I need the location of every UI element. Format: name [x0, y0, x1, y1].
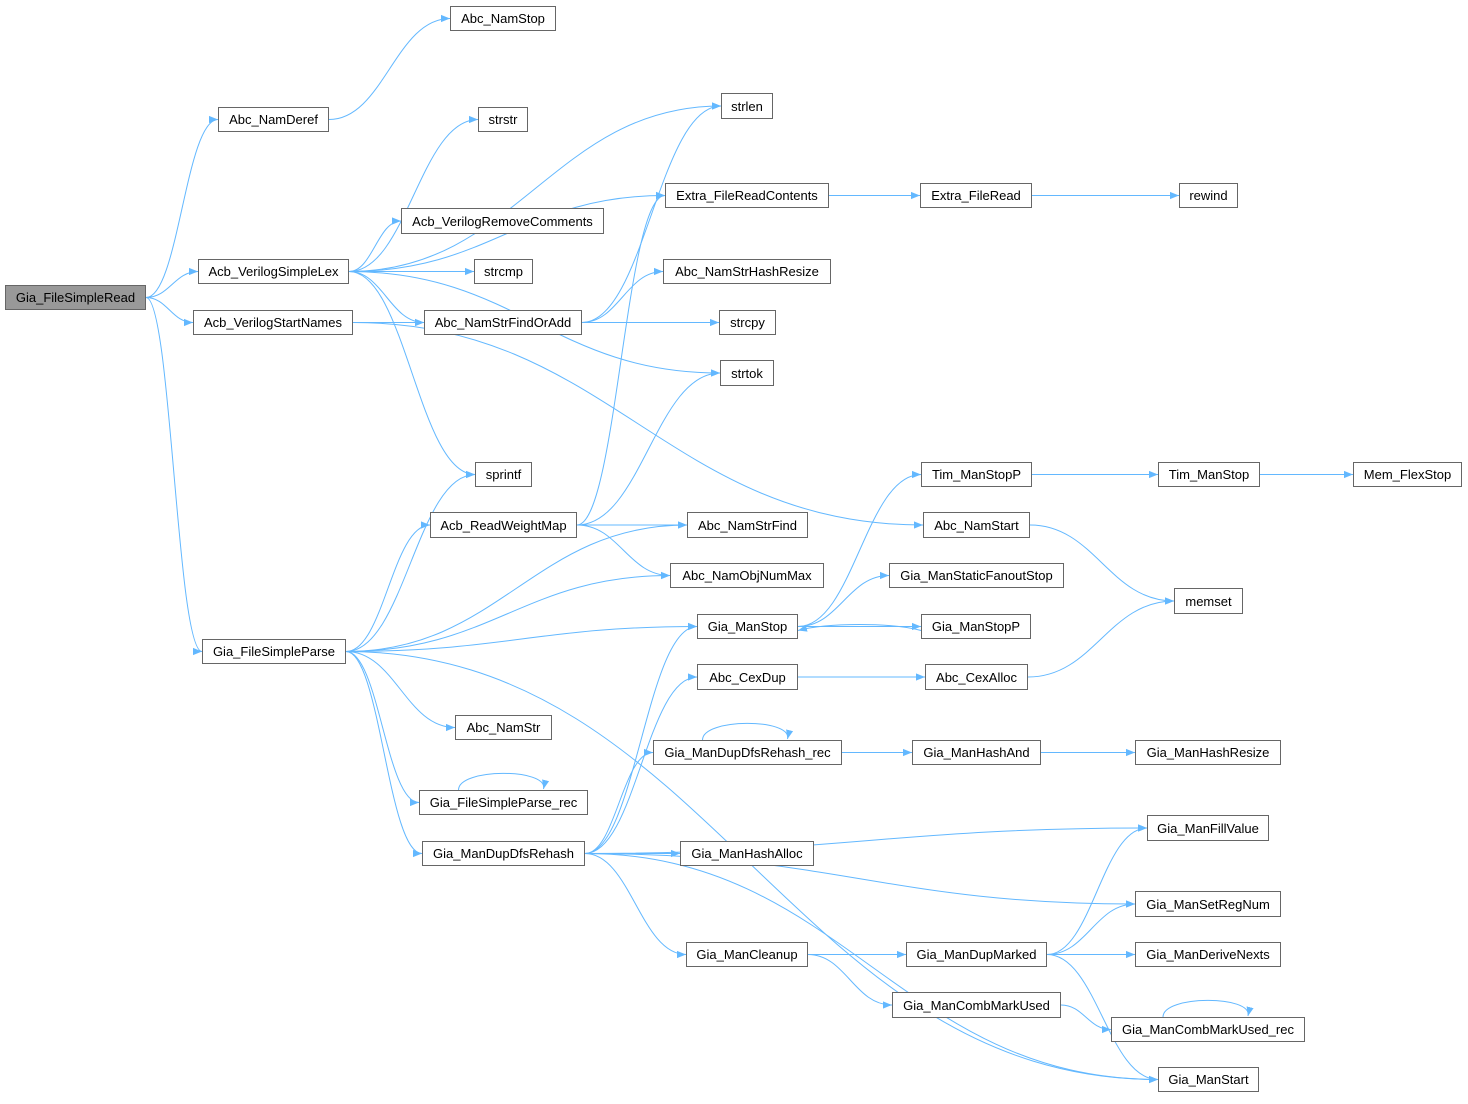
node-abc-nam-str-find[interactable]: Abc_NamStrFind [687, 512, 808, 538]
node-gia-man-stop[interactable]: Gia_ManStop [697, 614, 798, 639]
node-abc-nam-str-hash-resize[interactable]: Abc_NamStrHashResize [663, 259, 831, 284]
edge-acb-verilog-simple-lex-to-sprintf [348, 271, 476, 479]
node-abc-nam-obj-num-max[interactable]: Abc_NamObjNumMax [670, 563, 824, 588]
node-gia-man-set-reg-num[interactable]: Gia_ManSetRegNum [1135, 891, 1281, 917]
node-extra-file-read[interactable]: Extra_FileRead [920, 183, 1032, 208]
edge-acb-read-weight-map-to-abc-nam-obj-num-max [576, 524, 671, 580]
edge-acb-read-weight-map-to-strtok [576, 369, 721, 526]
node-abc-cex-dup[interactable]: Abc_CexDup [697, 664, 798, 690]
node-gia-man-comb-mark-used-rec[interactable]: Gia_ManCombMarkUsed_rec [1111, 1017, 1305, 1042]
edge-gia-file-simple-parse-to-gia-man-stop [345, 622, 698, 652]
edge-gia-man-dup-dfs-rehash-to-gia-man-dup-dfs-rehash-rec [584, 748, 654, 854]
node-gia-file-simple-parse-rec[interactable]: Gia_FileSimpleParse_rec [419, 790, 588, 815]
edge-gia-man-dup-marked-to-gia-man-set-reg-num [1046, 900, 1136, 955]
edge-gia-man-dup-dfs-rehash-to-gia-man-cleanup [584, 853, 687, 959]
edge-gia-man-dup-dfs-rehash-to-gia-man-start [584, 853, 1159, 1084]
edge-acb-read-weight-map-to-extra-file-read-contents [576, 191, 666, 526]
edge-gia-man-dup-marked-to-gia-man-start [1046, 954, 1159, 1084]
edge-acb-verilog-simple-lex-to-abc-nam-str-find-or-add [348, 271, 425, 327]
node-rewind[interactable]: rewind [1179, 183, 1238, 208]
edge-gia-man-comb-mark-used-to-gia-man-comb-mark-used-rec [1060, 1004, 1112, 1034]
node-gia-file-simple-read[interactable]: Gia_FileSimpleRead [5, 285, 146, 310]
edge-acb-verilog-simple-lex-to-strstr [348, 115, 479, 272]
edge-gia-man-stop-to-tim-man-stop-p [797, 470, 922, 627]
node-abc-nam-str-find-or-add[interactable]: Abc_NamStrFindOrAdd [424, 310, 582, 335]
edge-gia-man-dup-marked-to-gia-man-fill-value [1046, 824, 1148, 955]
node-acb-verilog-start-names[interactable]: Acb_VerilogStartNames [193, 310, 353, 335]
node-strstr[interactable]: strstr [478, 107, 528, 132]
edge-gia-file-simple-parse-to-gia-man-dup-dfs-rehash [345, 651, 423, 858]
node-gia-man-cleanup[interactable]: Gia_ManCleanup [686, 942, 808, 967]
edge-abc-nam-str-find-or-add-to-abc-nam-str-hash-resize [581, 267, 664, 323]
node-gia-man-dup-dfs-rehash-rec[interactable]: Gia_ManDupDfsRehash_rec [653, 740, 842, 765]
node-memset[interactable]: memset [1174, 588, 1243, 614]
node-strcpy[interactable]: strcpy [719, 310, 776, 335]
node-gia-man-dup-marked[interactable]: Gia_ManDupMarked [906, 942, 1047, 967]
edge-gia-man-dup-dfs-rehash-rec-to-gia-man-dup-dfs-rehash-rec [702, 722, 794, 741]
edge-abc-cex-alloc-to-memset [1027, 597, 1175, 678]
node-abc-cex-alloc[interactable]: Abc_CexAlloc [925, 664, 1028, 690]
edge-gia-man-dup-dfs-rehash-to-gia-man-set-reg-num [584, 853, 1136, 908]
edge-gia-file-simple-parse-rec-to-gia-file-simple-parse-rec [458, 772, 550, 791]
edge-acb-verilog-simple-lex-to-strlen [348, 102, 722, 272]
node-acb-verilog-simple-lex[interactable]: Acb_VerilogSimpleLex [198, 259, 349, 284]
edge-gia-man-dup-dfs-rehash-to-gia-man-stop [584, 622, 698, 854]
node-gia-man-hash-resize[interactable]: Gia_ManHashResize [1135, 740, 1281, 765]
node-abc-nam-deref[interactable]: Abc_NamDeref [218, 107, 329, 132]
edge-gia-file-simple-read-to-gia-file-simple-parse [145, 297, 203, 655]
node-acb-verilog-remove-comments[interactable]: Acb_VerilogRemoveComments [401, 208, 604, 234]
node-gia-man-start[interactable]: Gia_ManStart [1158, 1067, 1259, 1092]
node-gia-man-stop-p[interactable]: Gia_ManStopP [921, 614, 1031, 639]
edge-gia-man-cleanup-to-gia-man-comb-mark-used [807, 954, 893, 1009]
edge-gia-file-simple-parse-to-abc-nam-str [345, 651, 456, 732]
edge-gia-man-stop-p-to-gia-man-stop [797, 624, 922, 632]
node-gia-man-hash-and[interactable]: Gia_ManHashAnd [912, 740, 1041, 765]
node-tim-man-stop[interactable]: Tim_ManStop [1158, 462, 1260, 487]
node-strcmp[interactable]: strcmp [474, 259, 533, 284]
node-gia-man-dup-dfs-rehash[interactable]: Gia_ManDupDfsRehash [422, 841, 585, 866]
edge-gia-man-comb-mark-used-rec-to-gia-man-comb-mark-used-rec [1162, 999, 1254, 1018]
node-strlen[interactable]: strlen [721, 93, 773, 119]
node-gia-man-static-fanout-stop[interactable]: Gia_ManStaticFanoutStop [889, 563, 1064, 588]
edge-gia-file-simple-read-to-acb-verilog-simple-lex [145, 267, 199, 298]
node-extra-file-read-contents[interactable]: Extra_FileReadContents [665, 183, 829, 208]
edge-gia-man-dup-dfs-rehash-to-abc-cex-dup [584, 673, 698, 854]
edge-gia-file-simple-parse-to-gia-file-simple-parse-rec [345, 651, 420, 807]
node-tim-man-stop-p[interactable]: Tim_ManStopP [921, 462, 1032, 487]
edge-gia-man-stop-to-gia-man-static-fanout-stop [797, 571, 890, 627]
node-abc-nam-str[interactable]: Abc_NamStr [455, 715, 552, 740]
edge-gia-file-simple-parse-to-abc-nam-str-find [345, 521, 688, 652]
node-gia-file-simple-parse[interactable]: Gia_FileSimpleParse [202, 639, 346, 664]
node-gia-man-comb-mark-used[interactable]: Gia_ManCombMarkUsed [892, 992, 1061, 1018]
node-mem-flex-stop[interactable]: Mem_FlexStop [1353, 462, 1462, 487]
edge-gia-file-simple-read-to-acb-verilog-start-names [145, 297, 194, 327]
edge-gia-man-dup-dfs-rehash-to-gia-man-fill-value [584, 824, 1148, 854]
edge-abc-nam-deref-to-abc-nam-stop [328, 14, 451, 120]
edge-acb-verilog-simple-lex-to-acb-verilog-remove-comments [348, 217, 402, 272]
edge-abc-nam-str-find-or-add-to-strlen [581, 102, 722, 323]
edge-gia-file-simple-parse-to-acb-read-weight-map [345, 521, 431, 652]
edge-gia-file-simple-read-to-abc-nam-deref [145, 115, 219, 298]
node-gia-man-hash-alloc[interactable]: Gia_ManHashAlloc [680, 841, 814, 866]
edge-gia-file-simple-parse-to-abc-nam-obj-num-max [345, 571, 671, 652]
edge-abc-nam-start-to-memset [1029, 524, 1175, 605]
edge-acb-verilog-start-names-to-abc-nam-start [352, 322, 924, 529]
node-sprintf[interactable]: sprintf [475, 462, 532, 487]
node-strtok[interactable]: strtok [720, 360, 774, 386]
node-abc-nam-stop[interactable]: Abc_NamStop [450, 6, 556, 31]
node-acb-read-weight-map[interactable]: Acb_ReadWeightMap [430, 512, 577, 538]
node-gia-man-derive-nexts[interactable]: Gia_ManDeriveNexts [1135, 942, 1281, 967]
edge-gia-file-simple-parse-to-sprintf [345, 470, 476, 652]
node-abc-nam-start[interactable]: Abc_NamStart [923, 512, 1030, 538]
node-gia-man-fill-value[interactable]: Gia_ManFillValue [1147, 815, 1269, 841]
